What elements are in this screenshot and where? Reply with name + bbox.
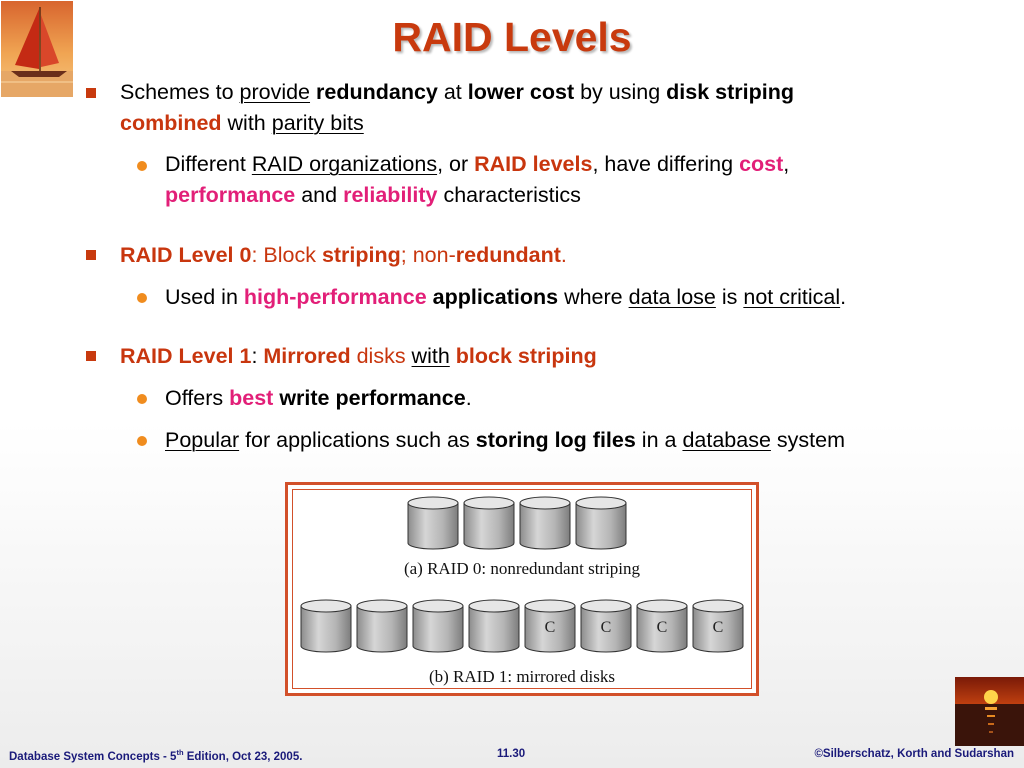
disk-parity-label: C bbox=[545, 619, 556, 636]
sailboat-logo-icon bbox=[1, 1, 73, 97]
raid1-data-disk bbox=[356, 599, 408, 653]
raid1-mirror-disk: C bbox=[580, 599, 632, 653]
disk-parity-label: C bbox=[601, 619, 612, 636]
raid0-disk bbox=[463, 496, 515, 550]
footer-copyright: ©Silberschatz, Korth and Sudarshan bbox=[814, 748, 1014, 760]
figure-caption-raid1: (b) RAID 1: mirrored disks bbox=[428, 667, 616, 686]
disk-parity-label: C bbox=[713, 619, 724, 636]
bullet-3-sub-1-line-1: Offers best write performance. bbox=[165, 386, 472, 410]
raid-figure-inner-border bbox=[292, 489, 752, 689]
bullet-1-sub-1-line-2: performance and reliability characterist… bbox=[165, 183, 581, 207]
figure-caption-raid0: (a) RAID 0: nonredundant striping bbox=[403, 559, 641, 578]
sunset-logo-icon bbox=[955, 677, 1024, 746]
bullet-square-icon bbox=[86, 250, 96, 260]
bullet-1-line-1: Schemes to provide redundancy at lower c… bbox=[120, 80, 794, 104]
raid0-disk bbox=[575, 496, 627, 550]
bullet-3-line-1: RAID Level 1: Mirrored disks with block … bbox=[120, 344, 597, 368]
bullet-dot-icon bbox=[137, 161, 147, 171]
bullet-square-icon bbox=[86, 351, 96, 361]
footer-book-title: Database System Concepts - 5th Edition, … bbox=[9, 748, 303, 763]
raid1-data-disk bbox=[468, 599, 520, 653]
raid0-disk bbox=[407, 496, 459, 550]
bullet-2-sub-1-line-1: Used in high-performance applications wh… bbox=[165, 285, 847, 309]
bullet-1-line-2: combined with parity bits bbox=[120, 111, 364, 135]
raid1-mirror-disk: C bbox=[636, 599, 688, 653]
bullet-dot-icon bbox=[137, 394, 147, 404]
bullet-dot-icon bbox=[137, 293, 147, 303]
footer-page-number: 11.30 bbox=[497, 748, 526, 760]
bullet-3-sub-2-line-1: Popular for applications such as storing… bbox=[165, 428, 845, 452]
bullet-2-line-1: RAID Level 0: Block striping; non-redund… bbox=[120, 243, 567, 267]
slide-title: RAID Levels bbox=[392, 14, 632, 60]
raid1-data-disk bbox=[300, 599, 352, 653]
bullet-dot-icon bbox=[137, 436, 147, 446]
disk-parity-label: C bbox=[657, 619, 668, 636]
raid1-data-disk bbox=[412, 599, 464, 653]
bullet-square-icon bbox=[86, 88, 96, 98]
raid1-mirror-disk: C bbox=[524, 599, 576, 653]
raid1-mirror-disk: C bbox=[692, 599, 744, 653]
bullet-1-sub-1-line-1: Different RAID organizations, or RAID le… bbox=[165, 152, 790, 176]
raid-figure: C C C C (a) RAID 0: nonredundant striping (… bbox=[285, 482, 759, 696]
raid0-disk bbox=[519, 496, 571, 550]
